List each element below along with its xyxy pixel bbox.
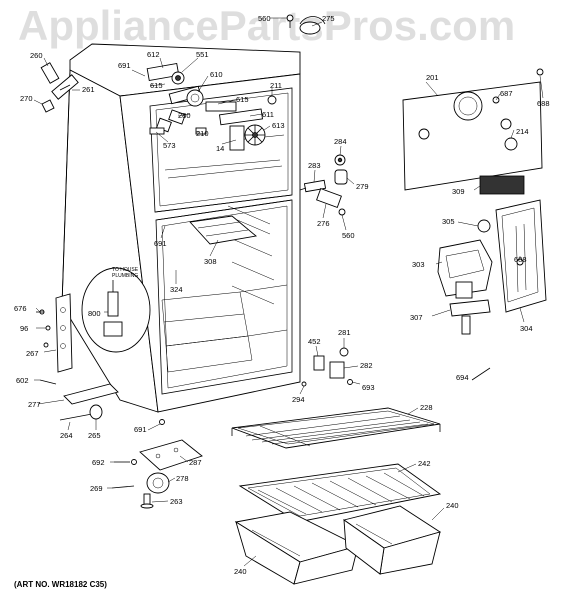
label-615-left: 615 <box>150 81 163 90</box>
label-267: 267 <box>26 349 39 358</box>
upper-hardware <box>146 14 326 151</box>
label-694: 694 <box>456 373 469 382</box>
crisper-cover <box>238 463 442 523</box>
label-210: 210 <box>196 129 209 138</box>
label-283: 283 <box>308 161 321 170</box>
label-270: 270 <box>20 94 33 103</box>
label-275: 275 <box>322 14 335 23</box>
label-211: 211 <box>270 81 282 90</box>
label-214: 214 <box>516 127 529 136</box>
label-304: 304 <box>520 324 533 333</box>
label-280: 280 <box>178 111 191 120</box>
label-692: 692 <box>92 458 105 467</box>
label-294: 294 <box>292 395 305 404</box>
label-277: 277 <box>28 400 41 409</box>
crisper-drawers <box>234 505 442 585</box>
freezer-shelf <box>189 215 258 245</box>
label-688-right: 688 <box>514 255 527 264</box>
label-305: 305 <box>442 217 455 226</box>
hinge-hardware-top <box>40 62 79 113</box>
evaporator-cover <box>402 68 544 195</box>
part-labels: 560 275 612 551 691 260 610 615 201 261 … <box>14 14 550 576</box>
wire-shelf <box>231 407 441 449</box>
label-610: 610 <box>210 70 223 79</box>
plumbing-inset <box>81 267 151 353</box>
label-242: 242 <box>418 459 431 468</box>
label-281: 281 <box>338 328 351 337</box>
label-240-right: 240 <box>446 501 459 510</box>
label-278: 278 <box>176 474 189 483</box>
label-611: 611 <box>262 110 274 119</box>
label-691-top: 691 <box>118 61 131 70</box>
label-265: 265 <box>88 431 101 440</box>
leader-lines <box>33 17 544 567</box>
label-279: 279 <box>356 182 369 191</box>
roller-hardware <box>111 439 203 509</box>
label-551: 551 <box>196 50 209 59</box>
label-560: 560 <box>258 14 271 23</box>
label-228: 228 <box>420 403 433 412</box>
label-240-left: 240 <box>234 567 247 576</box>
label-287: 287 <box>189 458 202 467</box>
art-number-caption: (ART NO. WR18182 C35) <box>14 580 107 589</box>
label-688-top: 688 <box>537 99 550 108</box>
label-261: 261 <box>82 85 95 94</box>
label-691-mid: 691 <box>154 239 167 248</box>
control-housing <box>437 199 547 335</box>
label-613: 613 <box>272 121 285 130</box>
label-560-mid: 560 <box>342 231 355 240</box>
label-308: 308 <box>204 257 217 266</box>
mid-hinge-hardware <box>299 154 348 216</box>
label-309: 309 <box>452 187 465 196</box>
label-264: 264 <box>60 431 73 440</box>
label-282: 282 <box>360 361 373 370</box>
label-800: 800 <box>88 309 101 318</box>
label-276: 276 <box>317 219 330 228</box>
label-452: 452 <box>308 337 321 346</box>
label-307: 307 <box>410 313 423 322</box>
label-263: 263 <box>170 497 183 506</box>
lower-left-hardware <box>39 379 165 425</box>
label-687: 687 <box>500 89 513 98</box>
label-201: 201 <box>426 73 439 82</box>
label-612: 612 <box>147 50 160 59</box>
watermark: AppliancePartsPros.com <box>18 2 516 49</box>
label-303: 303 <box>412 260 425 269</box>
label-260: 260 <box>30 51 43 60</box>
label-676: 676 <box>14 304 27 313</box>
label-284: 284 <box>334 137 347 146</box>
label-693: 693 <box>362 383 375 392</box>
label-14: 14 <box>216 144 224 153</box>
plumbing-note-line2: PLUMBING <box>112 273 138 279</box>
left-bracket <box>36 293 73 373</box>
label-602: 602 <box>16 376 29 385</box>
label-324: 324 <box>170 285 183 294</box>
plumbing-note-line1: TO HOUSE <box>112 267 139 273</box>
label-269: 269 <box>90 484 103 493</box>
label-691-bottom: 691 <box>134 425 147 434</box>
label-96: 96 <box>20 324 28 333</box>
label-573: 573 <box>163 141 176 150</box>
label-615-right: 615 <box>236 95 249 104</box>
